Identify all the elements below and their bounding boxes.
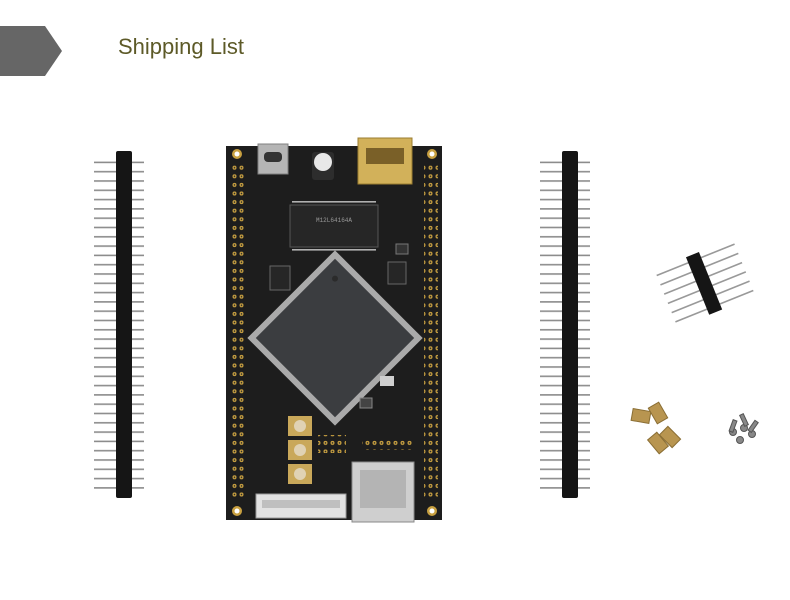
brass-standoffs xyxy=(630,401,682,455)
page-title: Shipping List xyxy=(118,34,244,59)
pin-header-strip-left xyxy=(94,151,144,498)
svg-text:M12L64164A: M12L64164A xyxy=(316,217,352,224)
development-board: M12L64164A xyxy=(226,137,442,523)
banner-tag-arrow xyxy=(0,26,62,76)
screws xyxy=(728,413,759,444)
small-pin-header xyxy=(656,243,754,323)
pin-header-strip-right xyxy=(540,151,590,498)
tact-buttons xyxy=(288,416,312,484)
